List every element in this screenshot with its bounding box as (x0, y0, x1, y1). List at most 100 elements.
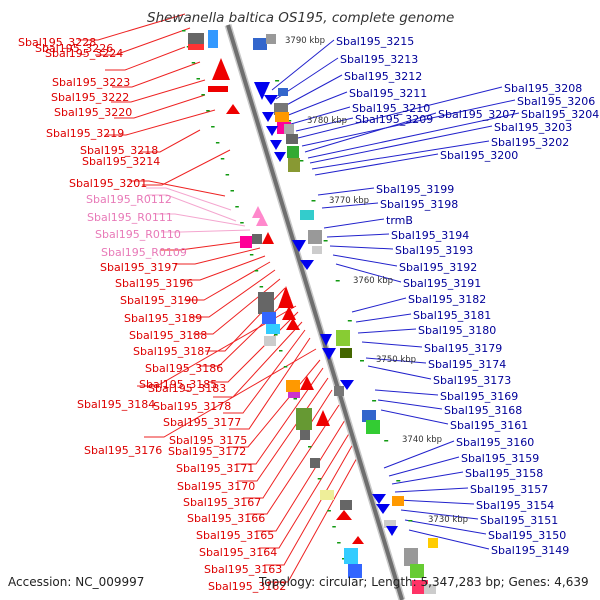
gene-label-sbal195-3202[interactable]: Sbal195_3202 (491, 136, 569, 149)
gene-arrow-reverse[interactable] (320, 334, 332, 346)
gene-label-sbal195-3165[interactable]: Sbal195_3165 (196, 529, 274, 542)
gene-arrow-forward[interactable] (282, 306, 296, 320)
gene-label-sbal195-3164[interactable]: Sbal195_3164 (199, 546, 277, 559)
gene-label-sbal195-3203[interactable]: Sbal195_3203 (494, 121, 572, 134)
gene-block[interactable] (264, 336, 276, 346)
gene-label-sbal195-3181[interactable]: Sbal195_3181 (413, 309, 491, 322)
gene-arrow-reverse[interactable] (274, 152, 286, 162)
gene-label-sbal195-3222[interactable]: Sbal195_3222 (51, 91, 129, 104)
gene-label-sbal195-3163[interactable]: Sbal195_3163 (204, 563, 282, 576)
gene-block[interactable] (336, 330, 350, 346)
gene-label-sbal195-3194[interactable]: Sbal195_3194 (391, 229, 469, 242)
gene-arrow-reverse[interactable] (386, 526, 398, 536)
gene-block[interactable] (340, 348, 352, 358)
gene-block[interactable] (428, 538, 438, 548)
gene-arrow-forward[interactable] (352, 536, 364, 544)
gene-block[interactable] (253, 38, 267, 50)
gene-label-sbal195-r0112[interactable]: Sbal195_R0112 (86, 193, 172, 206)
gene-block[interactable] (308, 230, 322, 244)
gene-label-sbal195-3208[interactable]: Sbal195_3208 (504, 82, 582, 95)
gene-block[interactable] (266, 34, 276, 44)
gene-label-sbal195-3215[interactable]: Sbal195_3215 (336, 35, 414, 48)
gene-label-sbal195-3214[interactable]: Sbal195_3214 (82, 155, 160, 168)
gene-arrow-reverse[interactable] (372, 494, 386, 504)
gene-block[interactable] (310, 458, 320, 468)
gene-block[interactable] (288, 158, 300, 172)
gene-label-sbal195-3226[interactable]: Sbal195_3226 (35, 42, 113, 55)
gene-label-sbal195-3193[interactable]: Sbal195_3193 (395, 244, 473, 257)
gene-label-sbal195-3223[interactable]: Sbal195_3223 (52, 76, 130, 89)
gene-label-sbal195-3174[interactable]: Sbal195_3174 (428, 358, 506, 371)
gene-label-sbal195-3190[interactable]: Sbal195_3190 (120, 294, 198, 307)
gene-label-sbal195-3211[interactable]: Sbal195_3211 (349, 87, 427, 100)
gene-label-sbal195-3180[interactable]: Sbal195_3180 (418, 324, 496, 337)
gene-arrow-forward[interactable] (316, 410, 330, 426)
gene-arrow-forward[interactable] (252, 206, 264, 218)
gene-label-sbal195-3170[interactable]: Sbal195_3170 (177, 480, 255, 493)
gene-block[interactable] (366, 420, 380, 434)
gene-block[interactable] (340, 500, 352, 510)
gene-block[interactable] (240, 236, 252, 248)
gene-label-sbal195-3212[interactable]: Sbal195_3212 (344, 70, 422, 83)
gene-block[interactable] (424, 584, 436, 594)
gene-label-sbal195-3210[interactable]: Sbal195_3210 (352, 102, 430, 115)
gene-label-sbal195-3175[interactable]: Sbal195_3175 (169, 434, 247, 447)
gene-block[interactable] (262, 312, 276, 324)
gene-block[interactable] (208, 86, 228, 92)
gene-label-sbal195-3219[interactable]: Sbal195_3219 (46, 127, 124, 140)
gene-block[interactable] (208, 30, 218, 48)
gene-block[interactable] (384, 520, 396, 528)
gene-label-sbal195-r0111[interactable]: Sbal195_R0111 (87, 211, 173, 224)
gene-label-sbal195-3189[interactable]: Sbal195_3189 (124, 312, 202, 325)
gene-label-sbal195-3161[interactable]: Sbal195_3161 (450, 419, 528, 432)
gene-arrow-forward[interactable] (256, 214, 268, 226)
gene-arrow-forward[interactable] (262, 232, 274, 244)
gene-label-sbal195-3199[interactable]: Sbal195_3199 (376, 183, 454, 196)
gene-label-sbal195-3228[interactable]: Sbal195_3228 (18, 36, 96, 49)
gene-block[interactable] (275, 112, 289, 122)
gene-block[interactable] (320, 490, 334, 500)
gene-label-sbal195-3197[interactable]: Sbal195_3197 (100, 261, 178, 274)
gene-label-sbal195-3178[interactable]: Sbal195_3178 (153, 400, 231, 413)
gene-arrow-reverse[interactable] (340, 380, 354, 390)
gene-label-sbal195-3176[interactable]: Sbal195_3176 (84, 444, 162, 457)
gene-label-sbal195-3168[interactable]: Sbal195_3168 (444, 404, 522, 417)
gene-arrow-forward[interactable] (300, 376, 314, 390)
gene-label-sbal195-3209[interactable]: Sbal195_3209 (355, 113, 433, 126)
gene-label-sbal195-3171[interactable]: Sbal195_3171 (176, 462, 254, 475)
gene-block[interactable] (286, 380, 300, 392)
gene-label-sbal195-3151[interactable]: Sbal195_3151 (480, 514, 558, 527)
gene-label-sbal195-3218[interactable]: Sbal195_3218 (80, 144, 158, 157)
gene-arrow-reverse[interactable] (262, 112, 274, 122)
gene-label-sbal195-3179[interactable]: Sbal195_3179 (424, 342, 502, 355)
gene-arrow-forward[interactable] (286, 318, 300, 330)
gene-label-sbal195-3166[interactable]: Sbal195_3166 (187, 512, 265, 525)
gene-label-sbal195-3185[interactable]: Sbal195_3185 (139, 378, 217, 391)
gene-label-sbal195-3213[interactable]: Sbal195_3213 (340, 53, 418, 66)
gene-label-sbal195-3200[interactable]: Sbal195_3200 (440, 149, 518, 162)
gene-label-sbal195-3183[interactable]: Sbal195_3183 (148, 382, 226, 395)
gene-label-sbal195-3177[interactable]: Sbal195_3177 (163, 416, 241, 429)
gene-label-sbal195-3187[interactable]: Sbal195_3187 (133, 345, 211, 358)
gene-block[interactable] (188, 33, 204, 47)
gene-arrow-reverse[interactable] (322, 348, 336, 360)
gene-label-sbal195-3154[interactable]: Sbal195_3154 (476, 499, 554, 512)
gene-label-sbal195-3191[interactable]: Sbal195_3191 (403, 277, 481, 290)
gene-block[interactable] (252, 234, 262, 244)
gene-label-sbal195-3167[interactable]: Sbal195_3167 (183, 496, 261, 509)
gene-label-sbal195-3173[interactable]: Sbal195_3173 (433, 374, 511, 387)
gene-label-sbal195-3224[interactable]: Sbal195_3224 (45, 47, 123, 60)
gene-arrow-reverse[interactable] (292, 240, 306, 252)
gene-label-sbal195-3206[interactable]: Sbal195_3206 (517, 95, 595, 108)
gene-label-sbal195-3150[interactable]: Sbal195_3150 (488, 529, 566, 542)
gene-block[interactable] (334, 386, 344, 396)
gene-label-sbal195-3186[interactable]: Sbal195_3186 (145, 362, 223, 375)
gene-label-sbal195-3158[interactable]: Sbal195_3158 (465, 467, 543, 480)
gene-block[interactable] (362, 410, 376, 422)
gene-label-sbal195-3172[interactable]: Sbal195_3172 (168, 445, 246, 458)
gene-label-sbal195-3169[interactable]: Sbal195_3169 (440, 390, 518, 403)
gene-block[interactable] (284, 124, 294, 134)
gene-block[interactable] (258, 292, 274, 314)
gene-arrow-reverse[interactable] (300, 260, 314, 270)
gene-arrow-forward[interactable] (336, 510, 352, 520)
